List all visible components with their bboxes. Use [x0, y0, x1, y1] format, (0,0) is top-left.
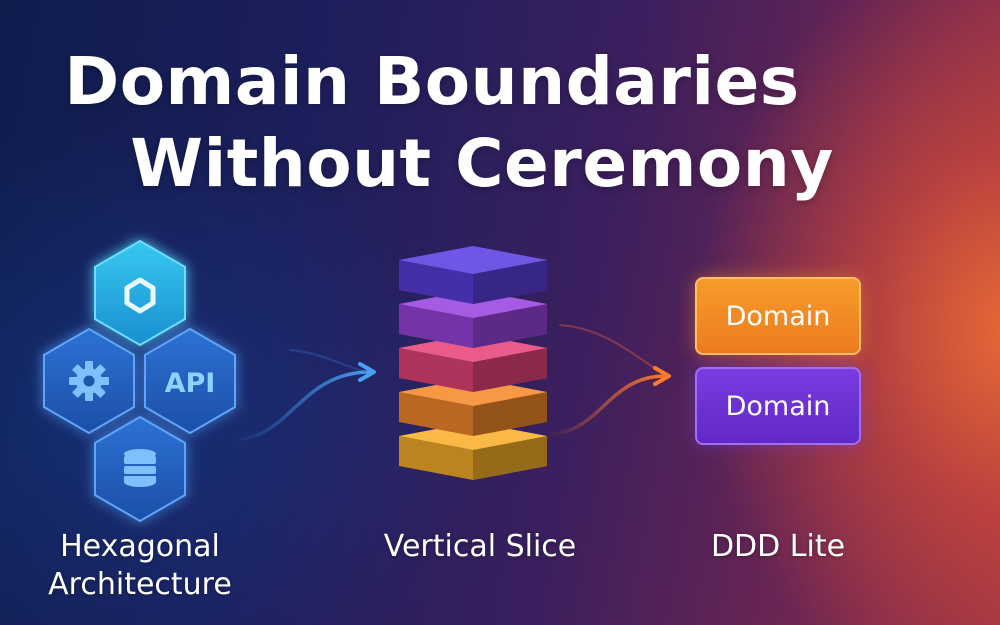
hex-cell-top [94, 239, 186, 347]
hexagonal-caption-line-1: Hexagonal [60, 529, 220, 564]
title-line-1: Domain Boundaries [64, 43, 800, 120]
hexagonal-caption: Hexagonal Architecture [20, 528, 260, 604]
slice-layer-1 [399, 246, 547, 304]
hex-cell-right [144, 327, 236, 435]
arrow-to-slice [230, 349, 376, 442]
hexagon-icon [124, 277, 156, 314]
ddd-lite-caption: DDD Lite [710, 529, 846, 564]
title-line-2: Without Ceremony [130, 125, 834, 202]
hexagonal-caption-line-2: Architecture [48, 567, 232, 602]
database-icon [124, 449, 156, 487]
domain-box-orange: Domain [695, 277, 861, 355]
gear-icon [69, 361, 109, 401]
vertical-slice-caption: Vertical Slice [383, 529, 577, 564]
vertical-slice-stack [399, 246, 547, 480]
arrow-to-ddd [546, 324, 671, 436]
api-label: API [165, 368, 216, 399]
domain-box-purple: Domain [695, 367, 861, 445]
